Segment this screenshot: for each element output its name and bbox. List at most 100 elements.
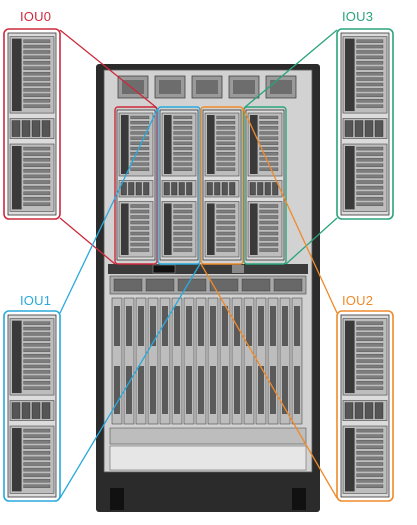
iou-module	[143, 182, 150, 196]
iou-card-slot	[23, 479, 51, 483]
iou-module	[41, 402, 51, 419]
iou-module	[214, 182, 221, 196]
iou-card-slot	[23, 202, 51, 207]
rack-indicator	[232, 265, 244, 273]
iou2-callout	[336, 310, 394, 502]
iou1-callout-border	[3, 310, 61, 502]
iou-module	[135, 182, 142, 196]
iou-card-slot	[259, 237, 279, 241]
iou-card-slot	[130, 141, 150, 145]
iou-card-slot	[356, 451, 384, 455]
iou-card-slot	[23, 434, 51, 438]
iou-card-slot	[356, 381, 384, 385]
iou1-label: IOU1	[20, 293, 52, 308]
iou-module	[21, 402, 31, 419]
iou-module	[364, 120, 374, 137]
iou-card-slot	[173, 226, 193, 230]
iou3-connector-line	[285, 217, 338, 265]
server-rack	[96, 64, 320, 512]
iou-handle	[250, 115, 258, 174]
iou-card-slot	[259, 204, 279, 208]
iou-card-slot	[130, 136, 150, 140]
iou-module	[344, 120, 354, 137]
iou-card-slot	[173, 162, 193, 166]
iou-card-slot	[356, 332, 384, 336]
iou-card-slot	[23, 93, 51, 97]
iou-card-slot	[23, 180, 51, 184]
iou-card-slot	[130, 167, 150, 171]
iou-card-slot	[23, 197, 51, 201]
iou-handle	[345, 428, 355, 492]
iou-handle	[12, 320, 22, 394]
iou-card-slot	[356, 326, 384, 331]
psu-unit	[241, 278, 271, 292]
iou-card-slot	[23, 163, 51, 167]
iou0-callout	[3, 28, 61, 220]
iou-card-slot	[356, 479, 384, 483]
board-blade-handle	[222, 366, 228, 414]
iou-card-slot	[216, 209, 236, 214]
iou-module	[31, 120, 41, 137]
iou-card-slot	[23, 375, 51, 379]
board-blade-handle	[114, 366, 120, 414]
iou-card-slot	[23, 88, 51, 92]
iou-handle	[345, 320, 355, 394]
iou-card-slot	[356, 158, 384, 162]
iou-card-slot	[356, 386, 384, 390]
iou-card-slot	[356, 364, 384, 369]
iou-card-slot	[173, 152, 193, 156]
iou-card-slot	[216, 136, 236, 140]
board-blade-handle	[234, 366, 240, 414]
board-blade-handle	[138, 306, 144, 346]
iou-module	[21, 120, 31, 137]
iou-module	[229, 182, 236, 196]
iou-module	[344, 402, 354, 419]
iou-card-slot	[130, 126, 150, 130]
board-blade	[243, 297, 255, 425]
iou-card-slot	[23, 359, 51, 363]
iou-card-slot	[216, 152, 236, 156]
iou-card-slot	[259, 121, 279, 125]
iou-handle	[121, 203, 129, 255]
board-blade-handle	[210, 306, 216, 346]
iou3-connector-line	[243, 29, 338, 109]
iou-card-slot	[23, 484, 51, 489]
board-blade	[219, 297, 231, 425]
board-blade-handle	[222, 306, 228, 346]
iou3-callout	[336, 28, 394, 220]
iou-card-slot	[216, 157, 236, 161]
iou-card-slot	[23, 72, 51, 76]
iou-card-slot	[130, 215, 150, 219]
iou-module	[264, 182, 271, 196]
top-fan-grille	[233, 80, 255, 94]
bottom-plate	[109, 445, 307, 471]
iou-card-slot	[23, 370, 51, 374]
iou-card-slot	[23, 104, 51, 108]
iou-card-slot	[356, 375, 384, 379]
board-blade	[207, 297, 219, 425]
board-blade-handle	[246, 366, 252, 414]
iou-card-slot	[259, 220, 279, 225]
iou-card-slot	[356, 484, 384, 489]
iou-card-slot	[173, 115, 193, 119]
iou-card-slot	[23, 77, 51, 81]
iou-card-slot	[23, 451, 51, 455]
iou-handle	[207, 203, 215, 255]
iou-card-slot	[259, 209, 279, 214]
iou2-rack-highlight	[200, 106, 244, 265]
iou-card-slot	[356, 321, 384, 325]
iou-card-slot	[356, 370, 384, 374]
rack-foot	[110, 488, 124, 510]
board-blade-handle	[282, 366, 288, 414]
iou-card-slot	[356, 99, 384, 103]
board-blade	[267, 297, 279, 425]
iou-card-slot	[259, 141, 279, 145]
iou-card-slot	[23, 381, 51, 385]
board-blade	[123, 297, 135, 425]
board-blade	[171, 297, 183, 425]
iou-module	[354, 402, 364, 419]
iou-module	[120, 182, 127, 196]
iou-card-slot	[23, 99, 51, 103]
iou-card-slot	[130, 115, 150, 119]
